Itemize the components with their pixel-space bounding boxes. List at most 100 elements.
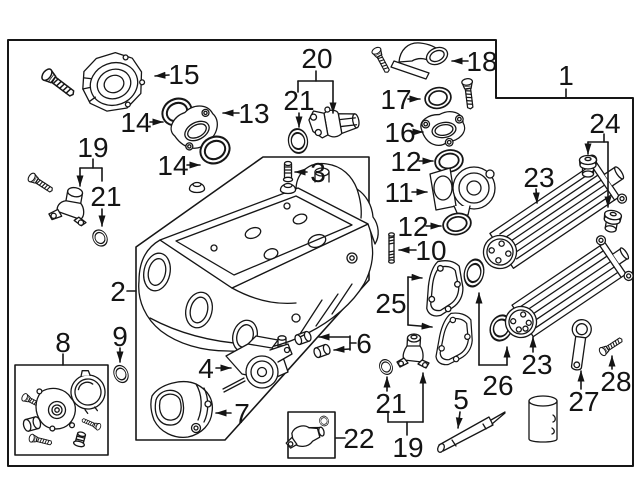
callout-21c: 21: [375, 376, 407, 419]
callout-7: 7: [215, 398, 250, 429]
callout-14a: 14: [120, 107, 164, 138]
detail-box-8: [14, 364, 109, 456]
callout-19a: 19: [76, 132, 109, 187]
part-bushing-6: [294, 330, 312, 346]
callout-number-6: 6: [356, 328, 372, 359]
callout-number-14b: 14: [157, 150, 188, 181]
callout-14b: 14: [157, 150, 201, 181]
callout-number-26: 26: [482, 370, 513, 401]
callout-number-1: 1: [558, 60, 574, 91]
part-cooler-23a: [482, 154, 628, 270]
part-stud-10: [388, 232, 395, 264]
callout-number-24: 24: [589, 108, 620, 139]
callout-18: 18: [451, 46, 498, 77]
part-elbow-7: [150, 381, 214, 438]
part-plug-24a: [578, 154, 598, 178]
callout-4: 4: [198, 353, 232, 384]
part-flange-16: [420, 111, 466, 147]
part-sensor-20: [308, 106, 360, 139]
callout-number-17: 17: [380, 84, 411, 115]
callout-number-12a: 12: [390, 146, 421, 177]
callout-number-20: 20: [301, 43, 332, 74]
callout-number-27: 27: [568, 386, 599, 417]
callout-19b: 19: [387, 372, 427, 463]
part-duct-18: [390, 42, 449, 80]
part-sealant-tube-5: [437, 411, 506, 453]
callout-number-16: 16: [384, 117, 415, 148]
assembly-box: [135, 156, 370, 441]
seal-ring-9: [110, 362, 132, 386]
callout-9: 9: [112, 321, 128, 363]
callout-number-5: 5: [453, 384, 469, 415]
callout-5: 5: [453, 384, 469, 429]
part-cap-15: [82, 51, 146, 112]
callout-23a: 23: [523, 162, 555, 204]
callout-number-18: 18: [466, 46, 497, 77]
callout-10: 10: [398, 235, 447, 266]
callout-number-10: 10: [415, 235, 446, 266]
callout-13: 13: [222, 98, 270, 129]
seal-ring-21a: [89, 226, 111, 250]
callout-1: 1: [558, 60, 574, 98]
callout-3: 3: [294, 157, 326, 188]
seal-ring-21c: [376, 356, 396, 378]
callout-number-23b: 23: [521, 349, 552, 380]
callout-number-9: 9: [112, 321, 128, 352]
callout-number-11: 11: [384, 177, 413, 208]
detail-box-8-parts: [20, 369, 106, 448]
part-support-19b: [396, 333, 430, 369]
callout-25: 25: [375, 273, 433, 330]
callout-12b: 12: [397, 211, 442, 242]
bolt-icon: [597, 334, 625, 358]
callout-number-21c: 21: [375, 388, 406, 419]
callout-26: 26: [475, 292, 514, 401]
callout-11: 11: [384, 177, 428, 208]
callout-number-25: 25: [375, 288, 406, 319]
callout-number-3: 3: [310, 157, 326, 188]
callout-number-4: 4: [198, 353, 214, 384]
callout-number-21a: 21: [90, 181, 121, 212]
bolt-icon: [39, 66, 78, 101]
bolt-icon: [370, 45, 393, 75]
callout-23b: 23: [521, 336, 553, 380]
callout-28: 28: [600, 355, 632, 397]
callout-number-23a: 23: [523, 162, 554, 193]
callout-20: 20: [297, 43, 337, 114]
callout-12a: 12: [390, 146, 434, 177]
callout-8: 8: [55, 327, 71, 366]
callout-number-13: 13: [238, 98, 269, 129]
bolt-icon: [460, 77, 477, 111]
callout-number-22: 22: [343, 423, 374, 454]
part-throttle-body-11: [429, 166, 496, 216]
part-grommet: [188, 181, 206, 194]
outer-border: [7, 39, 634, 467]
callout-number-21b: 21: [283, 85, 314, 116]
bolt-icon: [26, 171, 56, 196]
callout-2: 2: [110, 276, 137, 307]
callout-16: 16: [384, 117, 424, 148]
part-supercharger-assembly: [138, 162, 379, 353]
part-gasket-25b: [435, 312, 473, 366]
part-cooler-23b: [504, 235, 634, 339]
part-flange-13: [170, 105, 218, 151]
callout-number-12b: 12: [397, 211, 428, 242]
detail-box-22: [287, 411, 336, 459]
part-sensor-19: [48, 186, 87, 227]
seal-ring-17: [422, 84, 454, 112]
part-plug-24b: [601, 208, 623, 234]
callout-number-19b: 19: [392, 432, 423, 463]
seal-ring-21b: [285, 126, 311, 156]
part-hanger-27: [570, 319, 592, 371]
callout-number-19a: 19: [77, 132, 108, 163]
seal-ring-22: [317, 414, 331, 428]
part-actuator-4: [222, 335, 293, 393]
callout-21b: 21: [283, 85, 315, 128]
callout-22: 22: [335, 423, 375, 454]
part-gasket-25a: [426, 260, 464, 317]
callout-24: 24: [584, 108, 621, 208]
callout-number-28: 28: [600, 366, 631, 397]
part-stud-3: [282, 160, 294, 183]
seal-ring-26a: [460, 256, 488, 290]
